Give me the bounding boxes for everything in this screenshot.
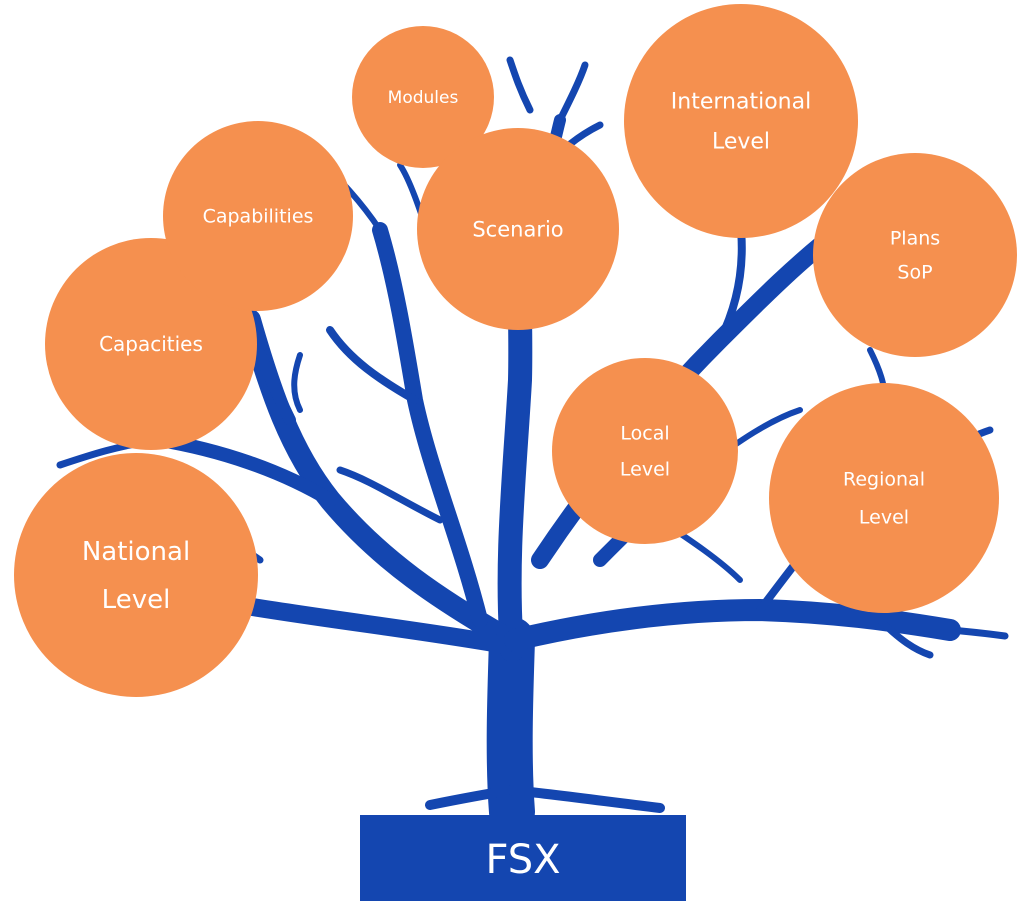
plans-sop-circle: [813, 153, 1017, 357]
branch-upper-center-twig3: [506, 56, 534, 114]
modules-label-line-1: Modules: [388, 88, 459, 108]
national-level-label-line-2: Level: [102, 585, 171, 615]
scenario-label-line-1: Scenario: [472, 217, 563, 241]
branch-left-inner-twig: [326, 326, 419, 404]
local-level-label-line-1: Local: [620, 423, 669, 445]
branch-left-inner-twig2: [336, 466, 444, 524]
international-level-label-line-1: International: [671, 90, 811, 115]
regional-level-label-line-1: Regional: [843, 469, 925, 491]
scenario-circle: [417, 128, 619, 330]
node-modules: Modules: [352, 26, 494, 168]
branch-left-low: [231, 596, 514, 654]
national-level-circle: [14, 453, 258, 697]
regional-level-circle: [769, 383, 999, 613]
plans-sop-label-line-1: Plans: [890, 228, 940, 250]
branch-right-twig4: [876, 616, 934, 659]
tree-root-left: [425, 785, 517, 810]
fsx-base: FSX: [360, 815, 686, 901]
capabilities-circle: [163, 121, 353, 311]
modules-circle: [352, 26, 494, 168]
national-level-label-line-1: National: [82, 537, 190, 567]
plans-sop-label-line-2: SoP: [897, 262, 932, 284]
tree-root-right: [507, 785, 665, 813]
international-level-circle: [624, 4, 858, 238]
local-level-label-line-2: Level: [620, 459, 670, 481]
branch-right-twig3: [946, 626, 1009, 640]
local-level-circle: [552, 358, 738, 544]
branch-upper-center-twig: [556, 61, 589, 124]
fsx-base-box: [360, 815, 686, 901]
branch-left-twig4: [291, 352, 303, 413]
fsx-base-label: FSX: [485, 837, 560, 883]
regional-level-label-line-2: Level: [859, 507, 909, 529]
capabilities-label-line-1: Capabilities: [203, 206, 314, 228]
node-scenario: Scenario: [417, 128, 619, 330]
capacities-label-line-1: Capacities: [99, 332, 203, 356]
international-level-label-line-2: Level: [712, 130, 770, 155]
node-capabilities: Capabilities: [163, 121, 353, 311]
